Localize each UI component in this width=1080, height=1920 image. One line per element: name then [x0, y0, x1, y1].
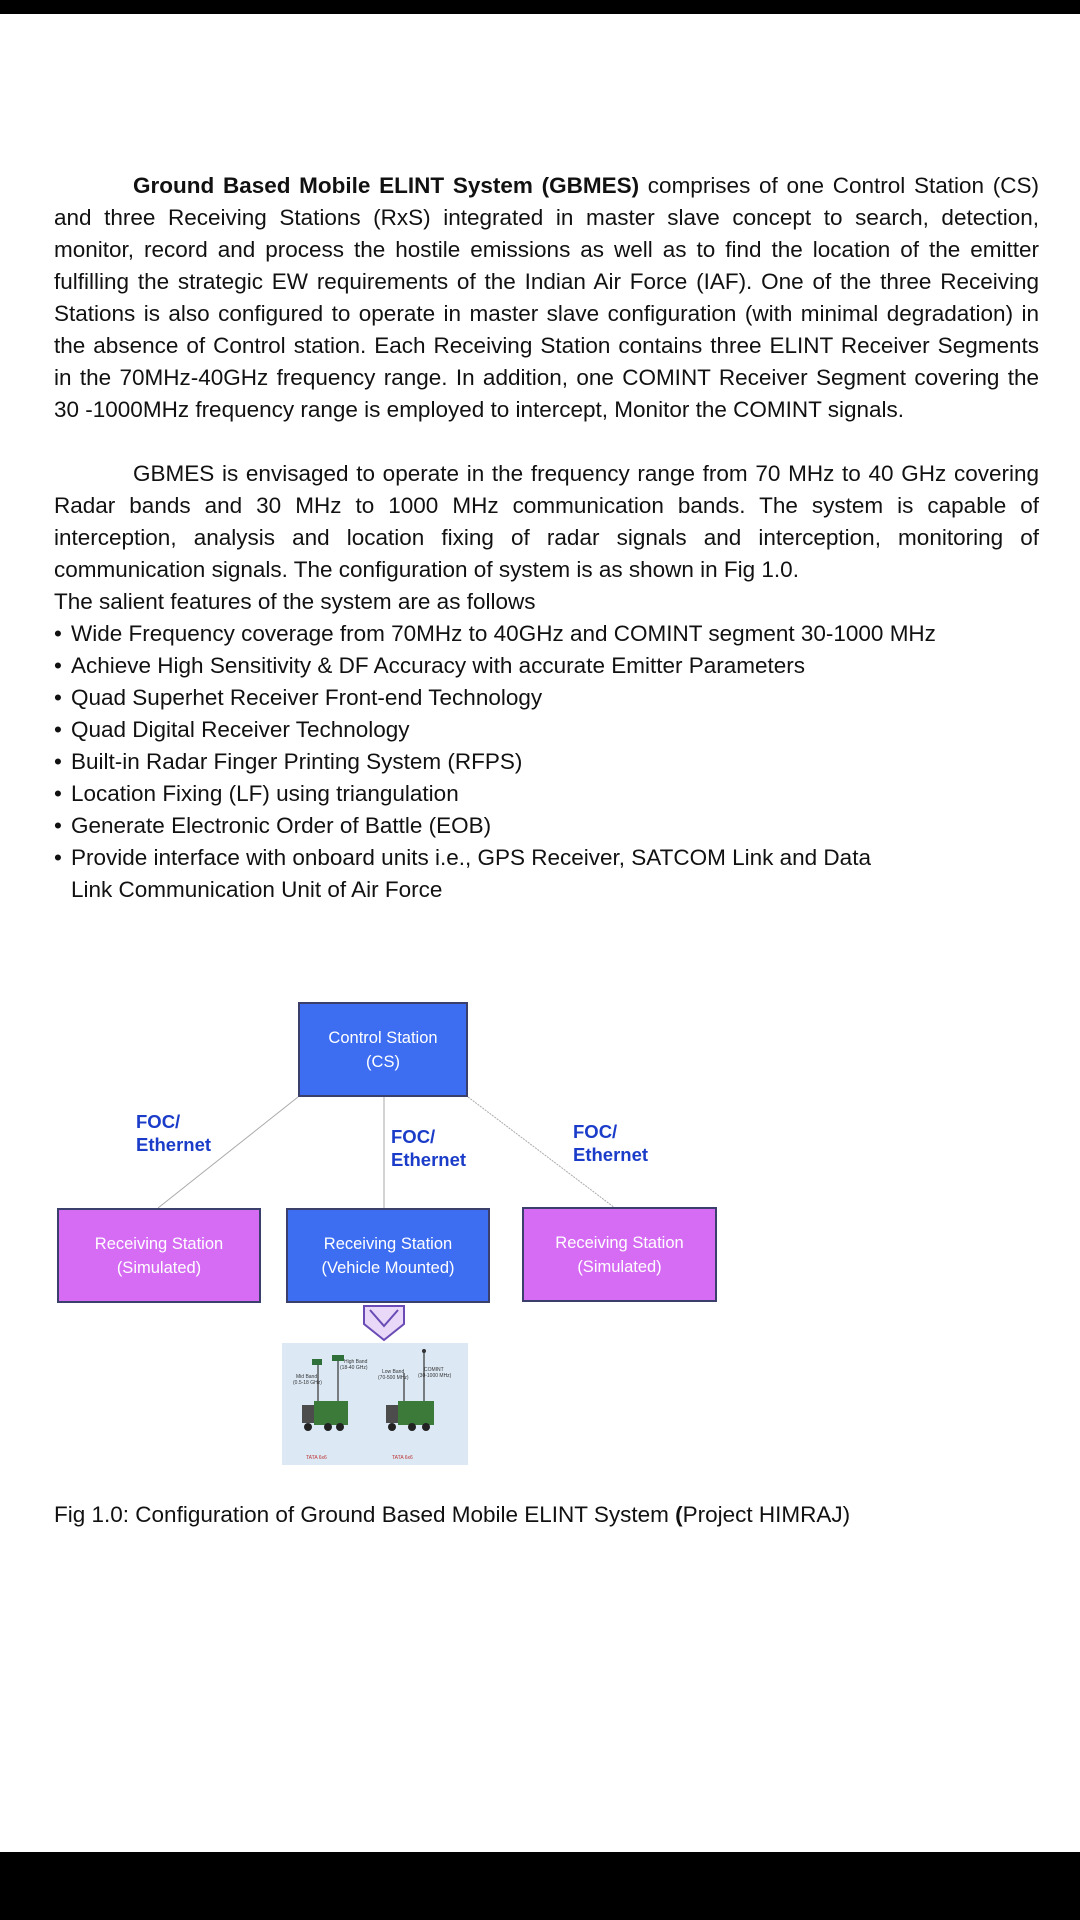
paragraph-1: Ground Based Mobile ELINT System (GBMES)…	[54, 170, 1039, 426]
feature-text: Location Fixing (LF) using triangulation	[71, 781, 459, 806]
link-label-center: FOC/ Ethernet	[391, 1125, 466, 1171]
feature-list: • Wide Frequency coverage from 70MHz to 4…	[54, 618, 1039, 906]
paragraph-2: GBMES is envisaged to operate in the fre…	[54, 461, 1039, 582]
list-item: • Wide Frequency coverage from 70MHz to 4…	[54, 618, 1039, 650]
control-station-box: Control Station (CS)	[298, 1002, 468, 1097]
feature-text: Achieve High Sensitivity & DF Accuracy w…	[71, 653, 806, 678]
vehicle-image-bg	[282, 1343, 468, 1465]
truck-2	[386, 1349, 434, 1431]
bullet: •	[54, 653, 62, 678]
receiving-station-left: Receiving Station (Simulated)	[57, 1208, 261, 1303]
link-label-line2: Ethernet	[573, 1144, 649, 1165]
document-body: Ground Based Mobile ELINT System (GBMES)…	[54, 170, 1039, 906]
receiving-station-right: Receiving Station (Simulated)	[522, 1207, 717, 1302]
vehicle-image: High Band (18-40 GHz) Mid Band (0.5-18 G…	[282, 1343, 468, 1465]
rs-center-title: Receiving Station	[323, 1234, 453, 1253]
rs-right-title: Receiving Station	[555, 1233, 684, 1252]
list-item: • Location Fixing (LF) using triangulatio…	[54, 778, 1039, 810]
list-item: • Quad Superhet Receiver Front-end Techno…	[54, 682, 1039, 714]
features-intro: The salient features of the system are a…	[54, 589, 536, 614]
comint-label: COMINT	[424, 1367, 444, 1373]
rs-center-subtitle: (Vehicle Mounted)	[321, 1258, 455, 1277]
figure-caption: Fig 1.0: Configuration of Ground Based M…	[54, 1500, 850, 1530]
feature-text: Quad Superhet Receiver Front-end Technol…	[71, 685, 543, 710]
link-label-line1: FOC/	[136, 1111, 181, 1132]
paragraph-1-text: comprises of one Control Station (CS) an…	[54, 173, 1039, 422]
low-band-label: Low Band	[382, 1369, 404, 1375]
top-status-bar	[0, 0, 1080, 14]
receiving-station-center: Receiving Station (Vehicle Mounted)	[286, 1208, 490, 1303]
link-label-line2: Ethernet	[136, 1134, 212, 1155]
rs-left-subtitle: (Simulated)	[116, 1258, 202, 1277]
list-item: • Built-in Radar Finger Printing System (…	[54, 746, 1039, 778]
link-label-right: FOC/ Ethernet	[573, 1120, 648, 1166]
list-item: • Provide interface with onboard units i.…	[54, 842, 1039, 874]
bullet: •	[54, 845, 62, 870]
feature-text: Generate Electronic Order of Battle (EOB…	[71, 813, 492, 838]
list-item: • Achieve High Sensitivity & DF Accuracy …	[54, 650, 1039, 682]
paragraph-1-lead: Ground Based Mobile ELINT System (GBMES)	[133, 173, 640, 198]
truck-1	[302, 1355, 348, 1431]
bullet: •	[54, 813, 62, 838]
bullet: •	[54, 621, 62, 646]
bottom-nav-bar	[0, 1852, 1080, 1920]
link-label-line1: FOC/	[391, 1126, 436, 1147]
down-arrow-chevron	[369, 1309, 399, 1328]
bullet: •	[54, 717, 62, 742]
list-item: • Generate Electronic Order of Battle (EO…	[54, 810, 1039, 842]
truck2-label: TATA 6x6	[392, 1455, 413, 1461]
connector-right	[467, 1096, 616, 1209]
bullet: •	[54, 685, 62, 710]
truck1-label: TATA 6x6	[306, 1455, 327, 1461]
comint-range: (30-1000 MHz)	[418, 1373, 452, 1379]
mid-band-range: (0.5-18 GHz)	[293, 1380, 322, 1386]
list-item-continuation: Link Communication Unit of Air Force	[71, 877, 443, 902]
feature-text: Built-in Radar Finger Printing System (R…	[71, 749, 523, 774]
connector-left	[157, 1096, 299, 1209]
control-station-subtitle: (CS)	[366, 1052, 400, 1071]
bullet: •	[54, 749, 62, 774]
mid-band-label: Mid Band	[296, 1374, 317, 1380]
rs-right-subtitle: (Simulated)	[577, 1257, 662, 1276]
control-station-title: Control Station	[328, 1028, 438, 1047]
link-label-line1: FOC/	[573, 1121, 618, 1142]
high-band-range: (18-40 GHz)	[340, 1365, 368, 1371]
bullet: •	[54, 781, 62, 806]
low-band-range: (70-500 MHz)	[378, 1375, 409, 1381]
caption-bold-paren: (	[675, 1502, 683, 1527]
feature-text: Quad Digital Receiver Technology	[71, 717, 410, 742]
link-label-line2: Ethernet	[391, 1149, 467, 1170]
rs-left-title: Receiving Station	[94, 1234, 224, 1253]
high-band-label: High Band	[344, 1359, 368, 1365]
list-item: • Quad Digital Receiver Technology	[54, 714, 1039, 746]
caption-project: Project HIMRAJ)	[682, 1502, 851, 1527]
feature-text: Wide Frequency coverage from 70MHz to 40…	[71, 621, 936, 646]
feature-text: Provide interface with onboard units i.e…	[71, 845, 871, 870]
caption-prefix: Fig 1.0: Configuration of Ground Based M…	[54, 1502, 676, 1527]
link-label-left: FOC/ Ethernet	[136, 1110, 211, 1156]
